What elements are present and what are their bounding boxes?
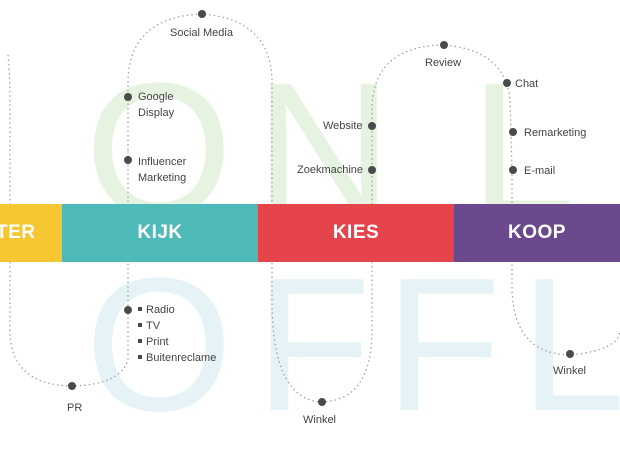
dot-remarketing [509,128,517,136]
dot-pr [68,382,76,390]
label-winkel-kies: Winkel [303,414,337,426]
dot-zoekmachine [368,166,376,174]
stage-kies-label: KIES [332,222,380,243]
dot-media [124,306,132,314]
label-buitenreclame: Buitenreclame [146,352,217,364]
dot-email [509,166,517,174]
label-winkel-koop: Winkel [553,365,587,377]
label-review: Review [425,57,462,69]
label-print: Print [146,336,169,348]
label-google: Google [138,91,174,103]
dot-winkel-kies [318,398,326,406]
dot-review [440,41,448,49]
dot-website [368,122,376,130]
stage-koop-label: KOOP [508,222,566,243]
label-social-media: Social Media [170,27,233,39]
dot-winkel-koop [566,350,574,358]
label-tv: TV [146,320,161,332]
bullet-print [138,339,142,343]
stage-ter-label: TER [0,222,36,243]
stage-koop: KOOP [454,204,620,262]
dot-social-media [198,10,206,18]
label-pr: PR [67,402,83,414]
stage-kies: KIES [258,204,454,262]
dot-influencer [124,156,132,164]
bullet-buitenreclame [138,355,142,359]
bullet-tv [138,323,142,327]
bullet-radio [138,307,142,311]
label-influencer: Influencer [138,156,187,168]
label-email: E-mail [524,165,556,177]
dot-chat [503,79,511,87]
label-chat: Chat [515,78,539,90]
stage-kijk-label: KIJK [137,222,183,243]
dot-google-display [124,93,132,101]
label-marketing: Marketing [138,172,187,184]
stage-kijk: KIJK [62,204,258,262]
label-radio: Radio [146,304,175,316]
label-website: Website [323,120,363,132]
label-display: Display [138,107,175,119]
customer-journey-diagram: O N L O F F L TER KIJK KIES KOOP Social … [0,10,620,440]
stage-ter: TER [0,204,62,262]
label-zoekmachine: Zoekmachine [297,164,364,176]
label-remarketing: Remarketing [524,127,587,139]
